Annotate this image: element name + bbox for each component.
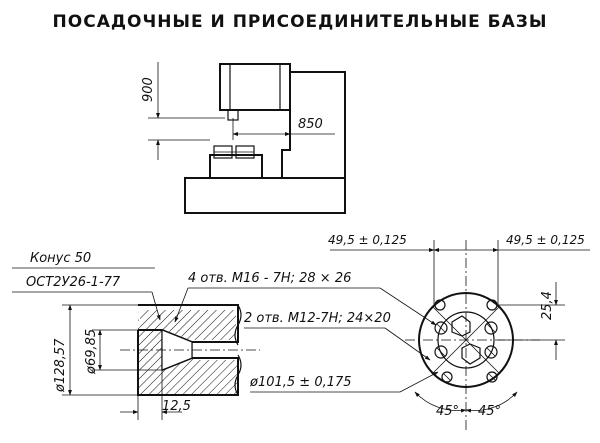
dim-900-label: 900 bbox=[141, 77, 156, 102]
dim-850-label: 850 bbox=[298, 117, 323, 132]
bolt-circle-label: ø101,5 ± 0,175 bbox=[249, 375, 352, 390]
standard-label: ОСТ2У26-1-77 bbox=[26, 275, 121, 290]
m16-holes bbox=[434, 321, 498, 359]
page-title: ПОСАДОЧНЫЕ И ПРИСОЕДИНИТЕЛЬНЫЕ БАЗЫ bbox=[52, 12, 548, 32]
machine-base bbox=[184, 177, 346, 214]
offset-left-label: 49,5 ± 0,125 bbox=[328, 233, 407, 247]
machine-layout-view: 900 850 bbox=[141, 62, 346, 214]
angle-right-label: 45° bbox=[478, 404, 501, 419]
holes-m16-label: 4 отв. М16 - 7Н; 28 × 26 bbox=[188, 271, 351, 286]
spindle-section-view: Конус 50 ОСТ2У26-1-77 ø128,57 ø69,85 bbox=[12, 251, 380, 420]
offset-right-label: 49,5 ± 0,125 bbox=[506, 233, 585, 247]
angle-left-label: 45° bbox=[436, 404, 459, 419]
dia-128-label: ø128,57 bbox=[53, 338, 68, 393]
spindle-head bbox=[219, 63, 291, 111]
flange-face-view: 49,5 ± 0,125 49,5 ± 0,125 25,4 2 отв. М1… bbox=[244, 233, 590, 432]
depth-12-5-label: 12,5 bbox=[162, 399, 191, 414]
holes-m12-label: 2 отв. М12-7Н; 24×20 bbox=[244, 311, 391, 326]
column bbox=[289, 66, 346, 205]
bore-circle bbox=[437, 311, 495, 369]
cone-label: Конус 50 bbox=[30, 251, 91, 266]
dia-69-label: ø69,85 bbox=[84, 329, 99, 375]
m12-holes bbox=[434, 299, 498, 383]
offset-25-label: 25,4 bbox=[540, 291, 555, 320]
